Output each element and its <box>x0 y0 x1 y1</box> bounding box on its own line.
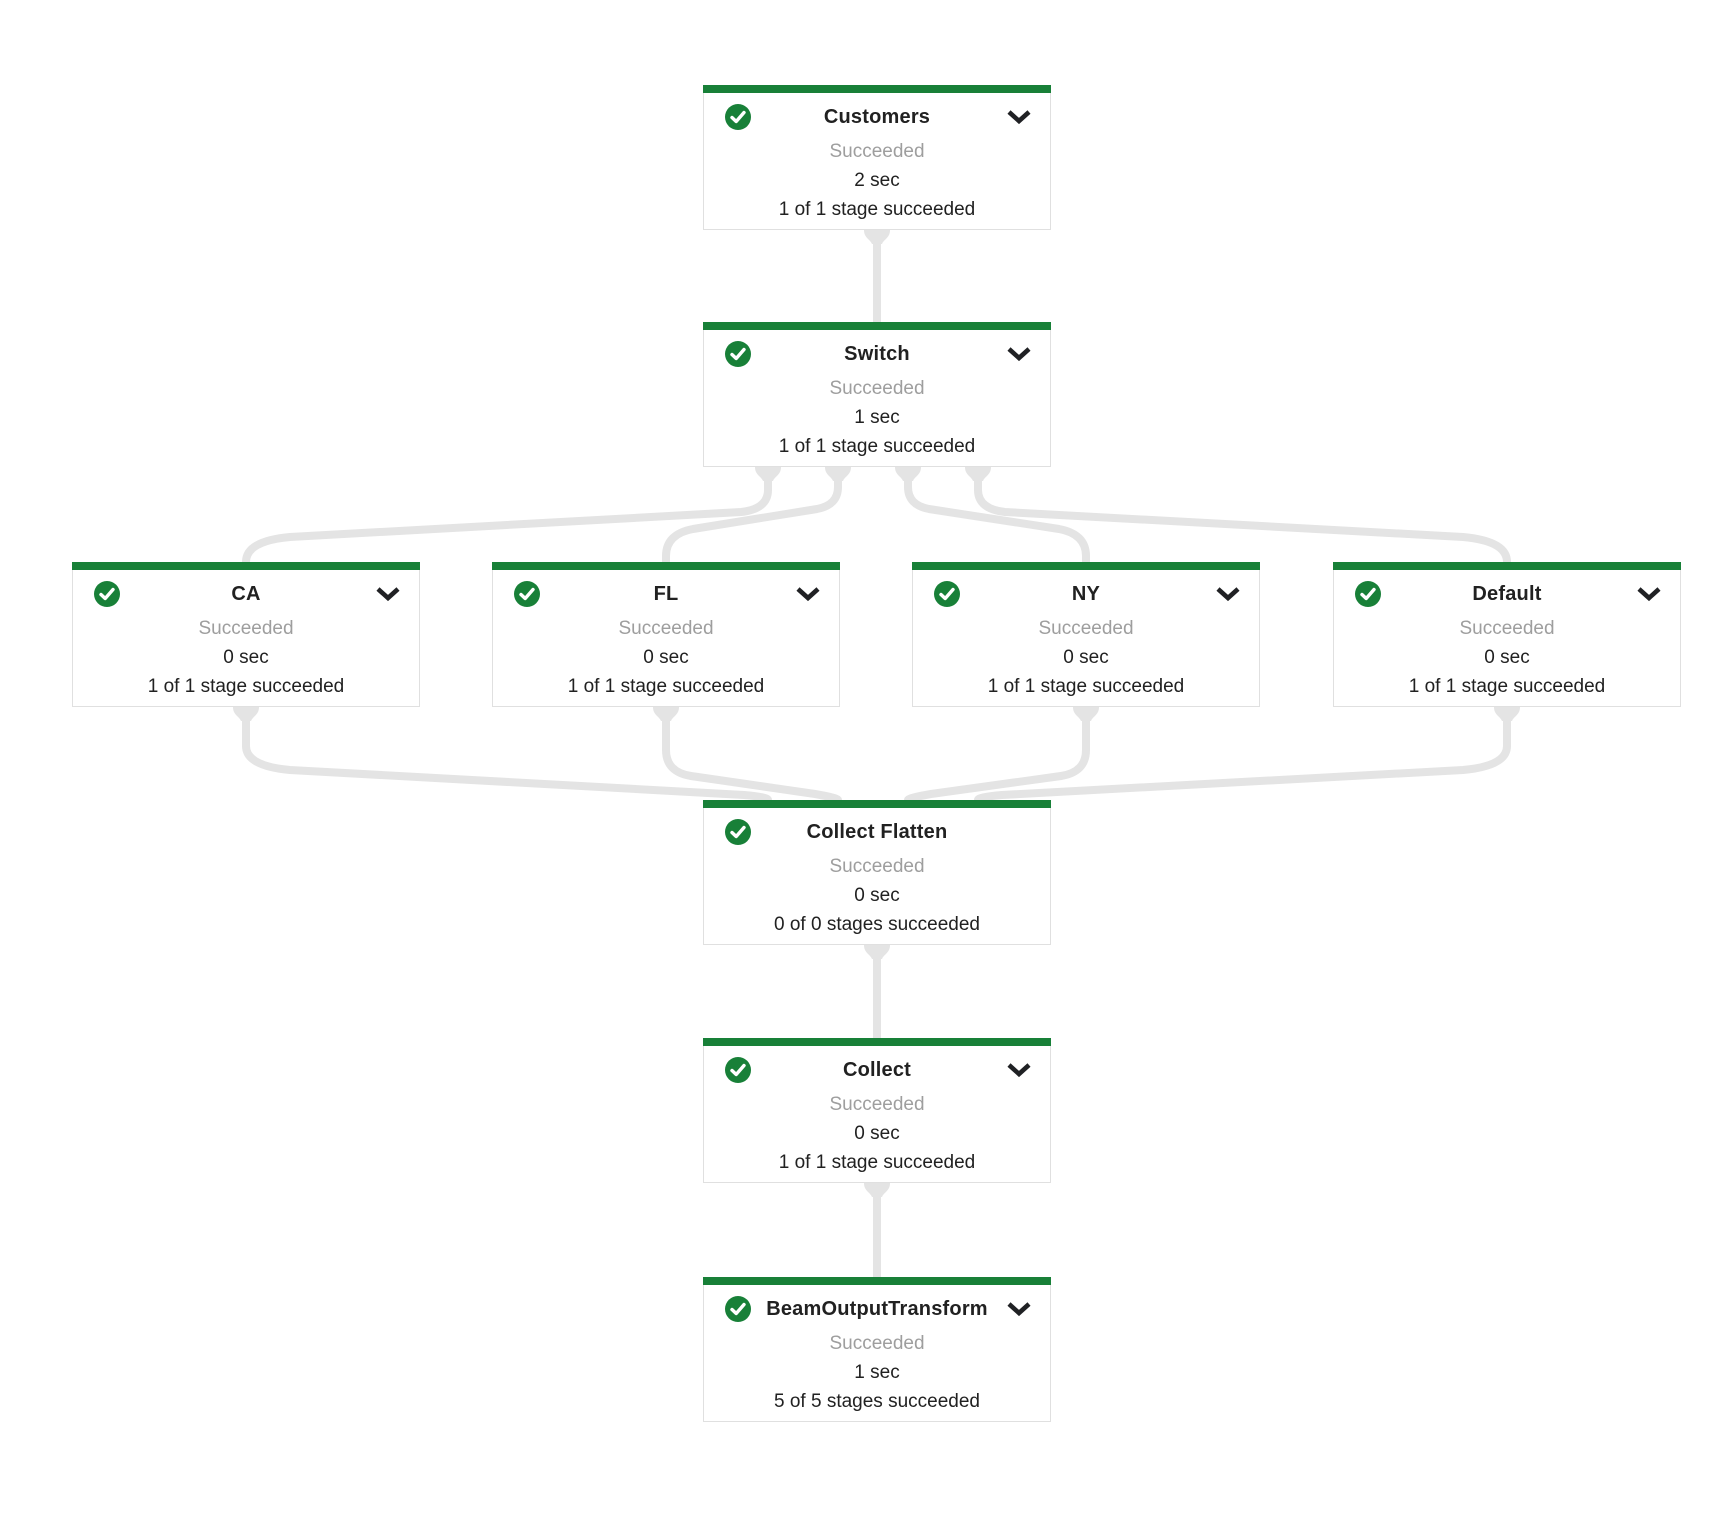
check-circle-icon <box>724 1056 752 1084</box>
edge-ny-collect-flatten <box>904 707 1090 803</box>
node-stage-summary: 1 of 1 stage succeeded <box>778 436 976 457</box>
check-circle-icon <box>1354 580 1382 608</box>
check-circle-icon <box>724 1295 752 1323</box>
graph-node-ny[interactable]: NY Succeeded 0 sec 1 of 1 stage succeede… <box>912 562 1260 707</box>
node-title: CA <box>231 582 261 605</box>
node-status: Succeeded <box>1038 618 1134 639</box>
node-stage-summary: 5 of 5 stages succeeded <box>774 1391 980 1412</box>
check-circle-icon <box>513 580 541 608</box>
status-accent-bar <box>703 322 1051 330</box>
node-title: Collect Flatten <box>806 820 948 843</box>
edge-start-nub <box>965 467 991 481</box>
node-stage-summary: 1 of 1 stage succeeded <box>567 676 765 697</box>
node-status: Succeeded <box>618 618 714 639</box>
chevron-down-icon[interactable] <box>1006 346 1032 364</box>
node-status: Succeeded <box>829 856 925 877</box>
graph-node-collect-flatten[interactable]: Collect Flatten Succeeded 0 sec 0 of 0 s… <box>703 800 1051 945</box>
edge-start-nub <box>864 230 890 244</box>
node-status: Succeeded <box>829 1094 925 1115</box>
edge-default-collect-flatten <box>974 707 1511 803</box>
node-stage-summary: 1 of 1 stage succeeded <box>778 1152 976 1173</box>
node-stage-summary: 1 of 1 stage succeeded <box>1408 676 1606 697</box>
status-accent-bar <box>703 85 1051 93</box>
edge-start-nub <box>755 467 781 481</box>
edge-fl-collect-flatten <box>662 707 842 803</box>
graph-node-customers[interactable]: Customers Succeeded 2 sec 1 of 1 stage s… <box>703 85 1051 230</box>
node-duration: 1 sec <box>854 1362 900 1383</box>
node-duration: 0 sec <box>223 647 269 668</box>
chevron-down-icon[interactable] <box>1006 1062 1032 1080</box>
edge-start-nub <box>1073 707 1099 721</box>
check-circle-icon <box>724 818 752 846</box>
chevron-down-icon[interactable] <box>1215 586 1241 604</box>
node-duration: 0 sec <box>643 647 689 668</box>
chevron-down-icon[interactable] <box>1006 1301 1032 1319</box>
status-accent-bar <box>72 562 420 570</box>
check-circle-icon <box>724 340 752 368</box>
edge-start-nub <box>1494 707 1520 721</box>
chevron-down-icon[interactable] <box>375 586 401 604</box>
check-circle-icon <box>933 580 961 608</box>
edge-switch-ny <box>904 467 1090 562</box>
node-stage-summary: 1 of 1 stage succeeded <box>778 199 976 220</box>
chevron-down-icon[interactable] <box>1636 586 1662 604</box>
node-status: Succeeded <box>829 378 925 399</box>
check-circle-icon <box>724 103 752 131</box>
edge-start-nub <box>653 707 679 721</box>
edge-start-nub <box>864 945 890 959</box>
status-accent-bar <box>1333 562 1681 570</box>
status-accent-bar <box>492 562 840 570</box>
chevron-down-icon[interactable] <box>1006 109 1032 127</box>
edge-ca-collect-flatten <box>242 707 772 803</box>
node-duration: 0 sec <box>854 1123 900 1144</box>
node-duration: 1 sec <box>854 407 900 428</box>
graph-node-switch[interactable]: Switch Succeeded 1 sec 1 of 1 stage succ… <box>703 322 1051 467</box>
node-stage-summary: 1 of 1 stage succeeded <box>147 676 345 697</box>
edge-switch-fl <box>662 467 842 562</box>
node-title: FL <box>653 582 679 605</box>
node-status: Succeeded <box>829 141 925 162</box>
edge-switch-ca <box>242 467 772 563</box>
graph-node-collect[interactable]: Collect Succeeded 0 sec 1 of 1 stage suc… <box>703 1038 1051 1183</box>
graph-node-beam-output-transform[interactable]: BeamOutputTransform Succeeded 1 sec 5 of… <box>703 1277 1051 1422</box>
graph-node-ca[interactable]: CA Succeeded 0 sec 1 of 1 stage succeede… <box>72 562 420 707</box>
graph-node-fl[interactable]: FL Succeeded 0 sec 1 of 1 stage succeede… <box>492 562 840 707</box>
edge-switch-default <box>974 467 1511 563</box>
node-title: Switch <box>844 342 910 365</box>
status-accent-bar <box>703 1277 1051 1285</box>
node-duration: 2 sec <box>854 170 900 191</box>
node-title: NY <box>1071 582 1101 605</box>
node-duration: 0 sec <box>854 885 900 906</box>
node-status: Succeeded <box>829 1333 925 1354</box>
edge-start-nub <box>825 467 851 481</box>
edge-start-nub <box>895 467 921 481</box>
node-title: Customers <box>823 105 931 128</box>
node-title: BeamOutputTransform <box>766 1297 988 1320</box>
node-status: Succeeded <box>198 618 294 639</box>
node-title: Collect <box>842 1058 912 1081</box>
check-circle-icon <box>93 580 121 608</box>
node-duration: 0 sec <box>1063 647 1109 668</box>
node-stage-summary: 0 of 0 stages succeeded <box>774 914 980 935</box>
node-stage-summary: 1 of 1 stage succeeded <box>987 676 1185 697</box>
status-accent-bar <box>703 800 1051 808</box>
node-title: Default <box>1472 582 1542 605</box>
node-duration: 0 sec <box>1484 647 1530 668</box>
status-accent-bar <box>703 1038 1051 1046</box>
graph-node-default[interactable]: Default Succeeded 0 sec 1 of 1 stage suc… <box>1333 562 1681 707</box>
status-accent-bar <box>912 562 1260 570</box>
node-status: Succeeded <box>1459 618 1555 639</box>
edge-start-nub <box>233 707 259 721</box>
chevron-down-icon[interactable] <box>795 586 821 604</box>
edge-start-nub <box>864 1183 890 1197</box>
